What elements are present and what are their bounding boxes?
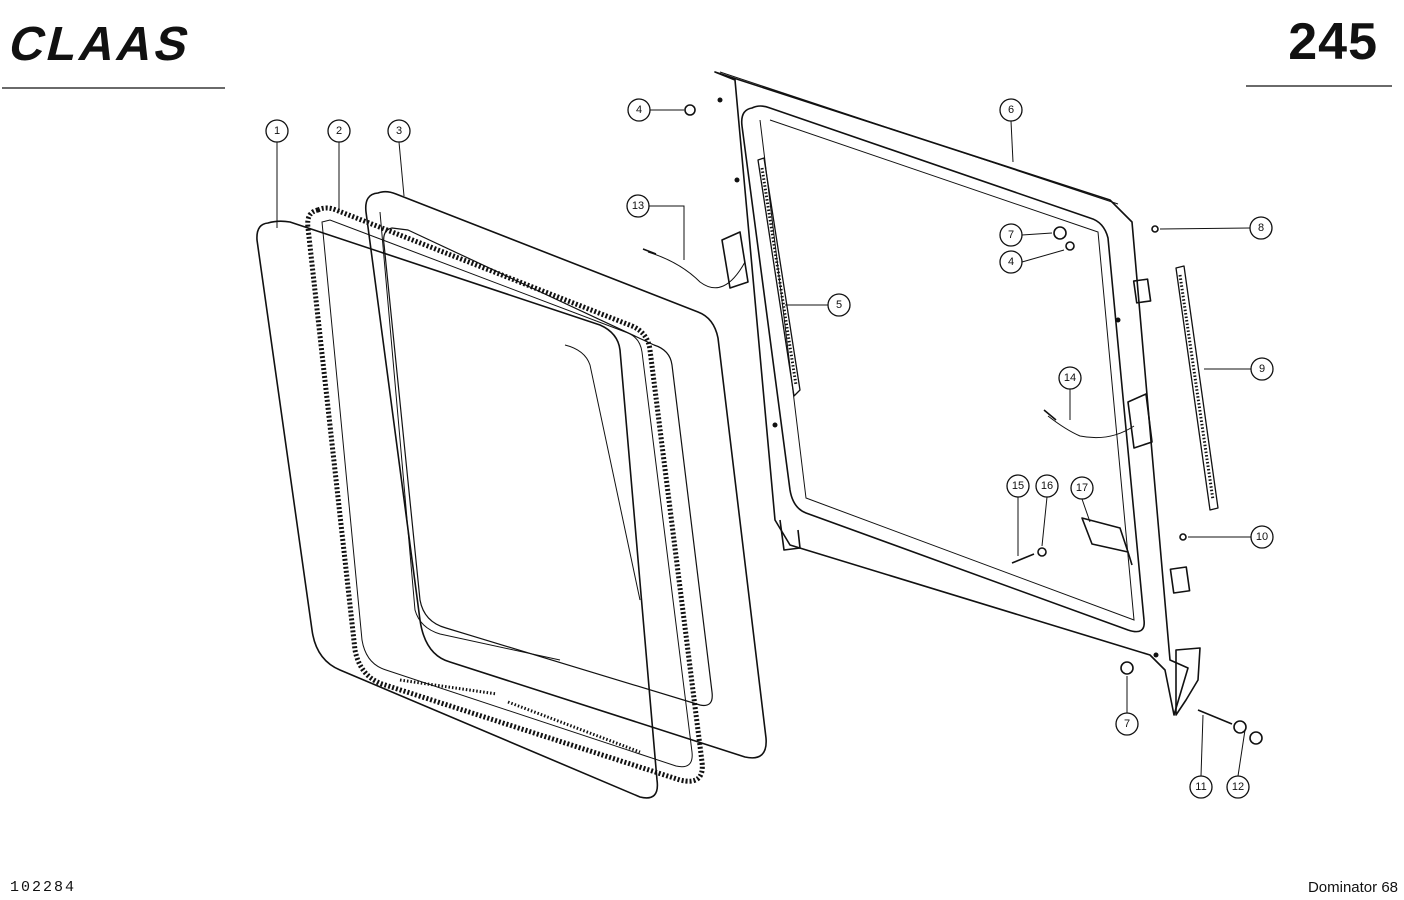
- callout-2: 2: [327, 119, 351, 143]
- part-7-plug-upper: [1053, 226, 1067, 240]
- svg-text:4: 4: [636, 104, 642, 116]
- svg-text:5: 5: [836, 299, 842, 311]
- callout-8: 8: [1249, 216, 1273, 240]
- callout-14: 14: [1058, 366, 1082, 390]
- svg-text:12: 12: [1232, 781, 1244, 793]
- upper-hinge: [1132, 278, 1152, 304]
- callout-10: 10: [1250, 525, 1274, 549]
- svg-text:2: 2: [336, 125, 342, 137]
- model-name: Dominator 68: [1307, 879, 1398, 896]
- callout-7: 7: [1115, 712, 1139, 736]
- svg-text:7: 7: [1008, 229, 1014, 241]
- frame-hole: [717, 97, 723, 103]
- leader-lines: [276, 109, 1251, 777]
- part-4-plug-top: [684, 104, 696, 116]
- part-7-plug-lower: [1120, 661, 1134, 675]
- frame-lower-bracket: [1175, 647, 1201, 716]
- callout-11: 11: [1189, 775, 1213, 799]
- svg-text:7: 7: [1124, 718, 1130, 730]
- svg-text:3: 3: [396, 125, 402, 137]
- part-2-gasket-hatch-b: [507, 700, 641, 754]
- part-13-cable: [647, 251, 746, 289]
- callout-3: 3: [387, 119, 411, 143]
- part-14-cable-end: [1043, 409, 1057, 421]
- frame-tab-lower: [779, 519, 801, 551]
- frame-hole: [734, 177, 740, 183]
- part-5-seal-strip: [757, 157, 801, 397]
- svg-text:4: 4: [1008, 256, 1014, 268]
- part-6-frame-outer: [714, 71, 1189, 716]
- part-1-glass-pane: [256, 220, 659, 799]
- frame-hole: [1153, 652, 1159, 658]
- part-16-washer: [1037, 547, 1047, 557]
- svg-text:10: 10: [1256, 531, 1268, 543]
- svg-text:14: 14: [1064, 372, 1076, 384]
- part-14-lock-plate: [1127, 393, 1153, 449]
- lower-hinge: [1169, 566, 1191, 594]
- svg-text:11: 11: [1195, 781, 1206, 793]
- part-12-nut-b: [1249, 731, 1263, 745]
- part-2-gasket-inner: [321, 219, 693, 768]
- part-3-window-outline: [383, 227, 713, 707]
- part-5-seal-strip-hatch: [760, 167, 798, 386]
- frame-hole: [1115, 317, 1121, 323]
- page-number: 245: [1288, 13, 1378, 71]
- claas-logo: CLAAS: [4, 18, 198, 71]
- callout-15: 15: [1006, 474, 1030, 498]
- svg-text:8: 8: [1258, 222, 1264, 234]
- svg-text:6: 6: [1008, 104, 1014, 116]
- callout-7: 7: [999, 223, 1023, 247]
- part-3-inner-pane: [364, 190, 767, 759]
- svg-text:17: 17: [1076, 482, 1088, 494]
- callout-6: 6: [999, 98, 1023, 122]
- part-6-frame-inner: [740, 105, 1145, 633]
- svg-text:16: 16: [1041, 480, 1053, 492]
- callout-4: 4: [999, 250, 1023, 274]
- svg-text:15: 15: [1012, 480, 1024, 492]
- part-3-window-opening: [379, 211, 641, 661]
- part-12-nut-a: [1233, 720, 1247, 734]
- part-8-screw: [1151, 225, 1159, 233]
- callout-9: 9: [1250, 357, 1274, 381]
- callout-4: 4: [627, 98, 651, 122]
- part-10-pin: [1179, 533, 1187, 541]
- callout-1: 1: [265, 119, 289, 143]
- part-4-plug-mid: [1065, 241, 1075, 251]
- callout-13: 13: [626, 194, 650, 218]
- callout-5: 5: [827, 293, 851, 317]
- document-number: 102284: [10, 879, 77, 896]
- frame-hole: [772, 422, 778, 428]
- callout-12: 12: [1226, 775, 1250, 799]
- part-13-lock-plate: [721, 231, 749, 289]
- part-14-cable: [1047, 415, 1135, 439]
- part-2-gasket: [305, 205, 705, 784]
- part-13-cable-end: [642, 248, 657, 255]
- callout-16: 16: [1035, 474, 1059, 498]
- part-9-strip-hatch: [1178, 274, 1215, 501]
- claas-logo-text: CLAAS: [4, 18, 198, 71]
- svg-text:13: 13: [632, 200, 644, 212]
- part-6-frame-top-edge: [719, 71, 1119, 205]
- svg-text:9: 9: [1259, 363, 1265, 375]
- part-2-gasket-hatch-a: [399, 678, 498, 696]
- part-11-bolt: [1197, 709, 1233, 725]
- callout-17: 17: [1070, 476, 1094, 500]
- part-15-bolt: [1011, 553, 1035, 564]
- part-9-strip: [1175, 265, 1219, 511]
- svg-text:1: 1: [274, 125, 280, 137]
- part-17-bracket: [1081, 517, 1133, 566]
